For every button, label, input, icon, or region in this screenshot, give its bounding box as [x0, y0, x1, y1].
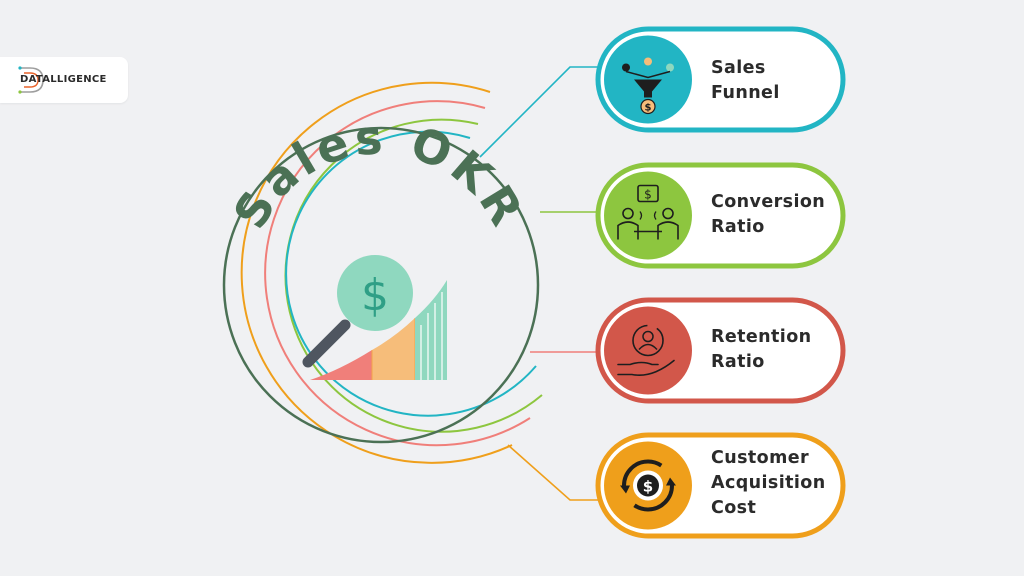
magnifier-dollar-icon: $ [302, 255, 413, 368]
hand-customer-icon-circle [604, 306, 692, 395]
card-sales-funnel: $ [595, 26, 846, 133]
card-retention-ratio [595, 297, 846, 404]
connector-cac [507, 444, 600, 501]
ring-orange [240, 81, 513, 464]
connectors [479, 66, 610, 501]
ring-teal [285, 130, 537, 417]
conversation-icon-circle [604, 171, 692, 260]
connector-sales-funnel [479, 66, 610, 158]
ring-center [222, 126, 540, 444]
funnel-icon: $ [622, 57, 674, 115]
svg-text:$: $ [643, 478, 653, 496]
logo-mark-icon [18, 66, 44, 94]
svg-text:$: $ [361, 270, 389, 321]
concentric-rings [222, 81, 543, 464]
growth-chart-icon [310, 280, 447, 380]
page-title: Sales OKR [223, 110, 535, 237]
conversation-icon: $ [617, 184, 679, 240]
cards-layer: $ $ $ [595, 26, 846, 539]
logo-card: DATALLIGENCE [0, 57, 128, 103]
card-conversion-ratio: $ [595, 162, 846, 269]
ring-green [284, 118, 543, 433]
ring-red [264, 100, 531, 447]
card-customer-acquisition-cost: $ [595, 432, 846, 539]
logo-text: DATALLIGENCE [20, 74, 107, 85]
dollar-cycle-icon: $ [620, 459, 676, 512]
hand-customer-icon [617, 324, 675, 376]
svg-text:$: $ [645, 103, 652, 114]
svg-text:$: $ [644, 188, 652, 202]
